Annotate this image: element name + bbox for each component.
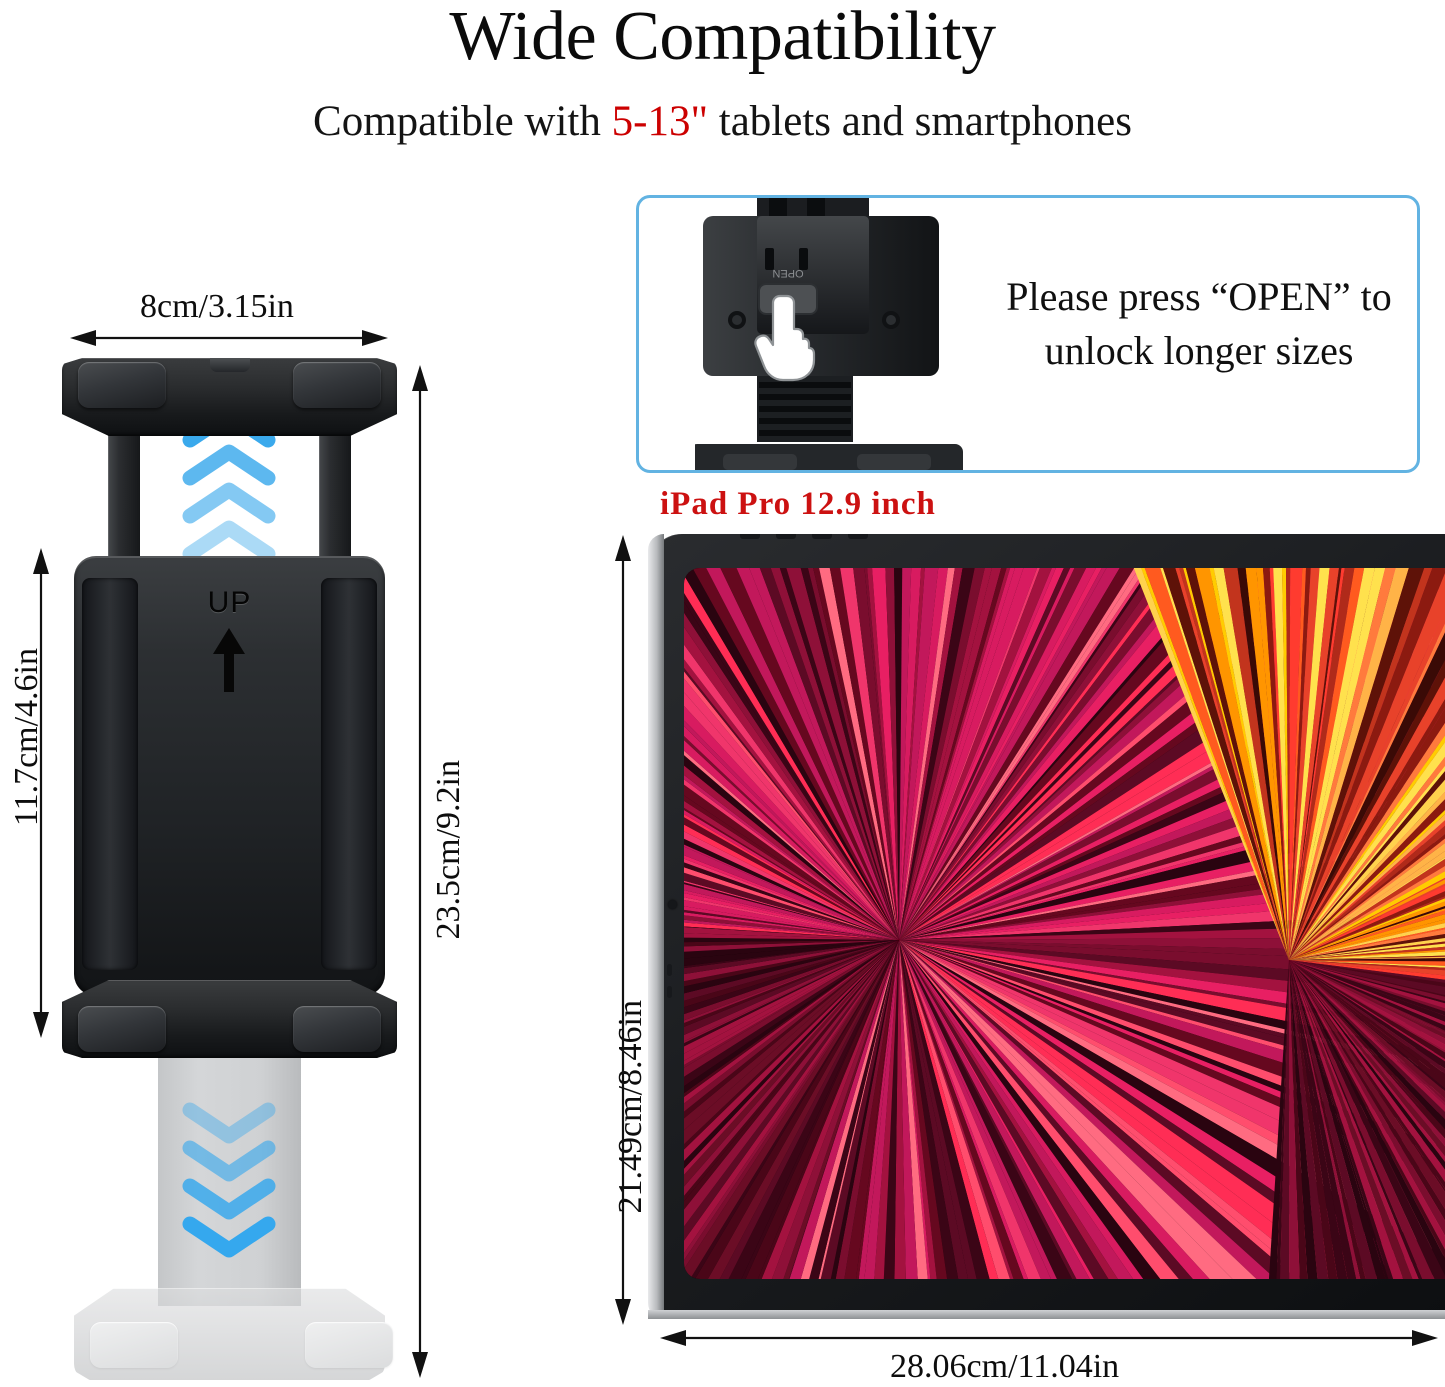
speaker-grille-dot — [740, 534, 760, 539]
clamp-pad-top-right — [293, 362, 381, 408]
callout-line-1: Please press “OPEN” to — [1006, 274, 1392, 319]
holder-body-groove-left — [82, 578, 138, 970]
ipad-bottom-edge-rim — [648, 1310, 1445, 1319]
side-button-mark — [667, 964, 672, 976]
subtitle-highlight: 5-13" — [611, 98, 709, 145]
holder-width-label: 8cm/3.15in — [140, 288, 294, 325]
chevron-down-icon — [182, 1102, 276, 1144]
speaker-grille-dot — [812, 534, 832, 539]
holder-open-mechanism-photo: OPEN — [695, 198, 963, 470]
chevron-up-icon — [182, 520, 276, 562]
chevron-down-stack — [174, 1100, 284, 1260]
holder-rail-right — [319, 428, 351, 568]
holder-body-groove-right — [321, 578, 377, 970]
clamp-pad-bottom-left — [78, 1006, 166, 1052]
speaker-grille-dot — [848, 534, 868, 539]
device-width-arrow — [660, 1330, 1438, 1346]
subtitle-text-after: tablets and smartphones — [708, 98, 1132, 145]
page-subtitle: Compatible with 5-13" tablets and smartp… — [0, 100, 1445, 143]
speaker-grille-dot — [776, 534, 796, 539]
holder-rail-left — [108, 428, 140, 568]
pointing-hand-cursor — [754, 294, 816, 382]
chevron-up-icon — [182, 444, 276, 486]
callout-instruction-text: Please press “OPEN” to unlock longer siz… — [989, 270, 1409, 379]
holder-top-notch — [210, 358, 250, 372]
clamp-pad-top-left — [78, 362, 166, 408]
clamp-pad-bottom-right — [293, 1006, 381, 1052]
device-model-label: iPad Pro 12.9 inch — [660, 486, 936, 522]
ghost-clamp-pad-right — [305, 1322, 393, 1368]
holder-bottom-jaw — [62, 980, 397, 1058]
holder-total-height-label: 23.5cm/9.2in — [430, 760, 467, 940]
up-arrow-icon — [213, 628, 245, 692]
subtitle-text-before: Compatible with — [313, 98, 612, 145]
holder-main-body: UP — [74, 556, 385, 996]
holder-width-arrow — [70, 330, 388, 346]
side-button-mark — [667, 986, 672, 998]
device-width-label: 28.06cm/11.04in — [890, 1348, 1120, 1385]
up-orientation-label: UP — [207, 586, 252, 619]
svg-text:OPEN: OPEN — [772, 267, 803, 279]
holder-total-height-arrow — [412, 365, 428, 1378]
wallpaper-radial-burst — [684, 568, 1445, 1279]
tablet-holder-graphic: UP — [62, 358, 397, 1380]
ipad-screen — [684, 568, 1445, 1279]
holder-top-jaw — [62, 358, 397, 436]
ghost-clamp-pad-left — [90, 1322, 178, 1368]
front-camera-icon — [668, 900, 677, 909]
device-height-arrow — [615, 535, 631, 1325]
holder-extended-bottom-jaw-ghost — [74, 1288, 393, 1380]
chevron-down-icon — [182, 1140, 276, 1182]
holder-clamp-height-arrow — [33, 548, 49, 1038]
open-button-callout: OPEN Please press “OPEN” to unlock longe… — [636, 195, 1420, 473]
chevron-down-icon — [182, 1178, 276, 1220]
ipad-left-edge-rim — [648, 534, 664, 1319]
chevron-down-icon — [182, 1216, 276, 1258]
ipad-pro-device — [648, 534, 1445, 1319]
page-title: Wide Compatibility — [449, 0, 996, 75]
chevron-up-icon — [182, 482, 276, 524]
callout-line-2: unlock longer sizes — [1044, 328, 1354, 374]
